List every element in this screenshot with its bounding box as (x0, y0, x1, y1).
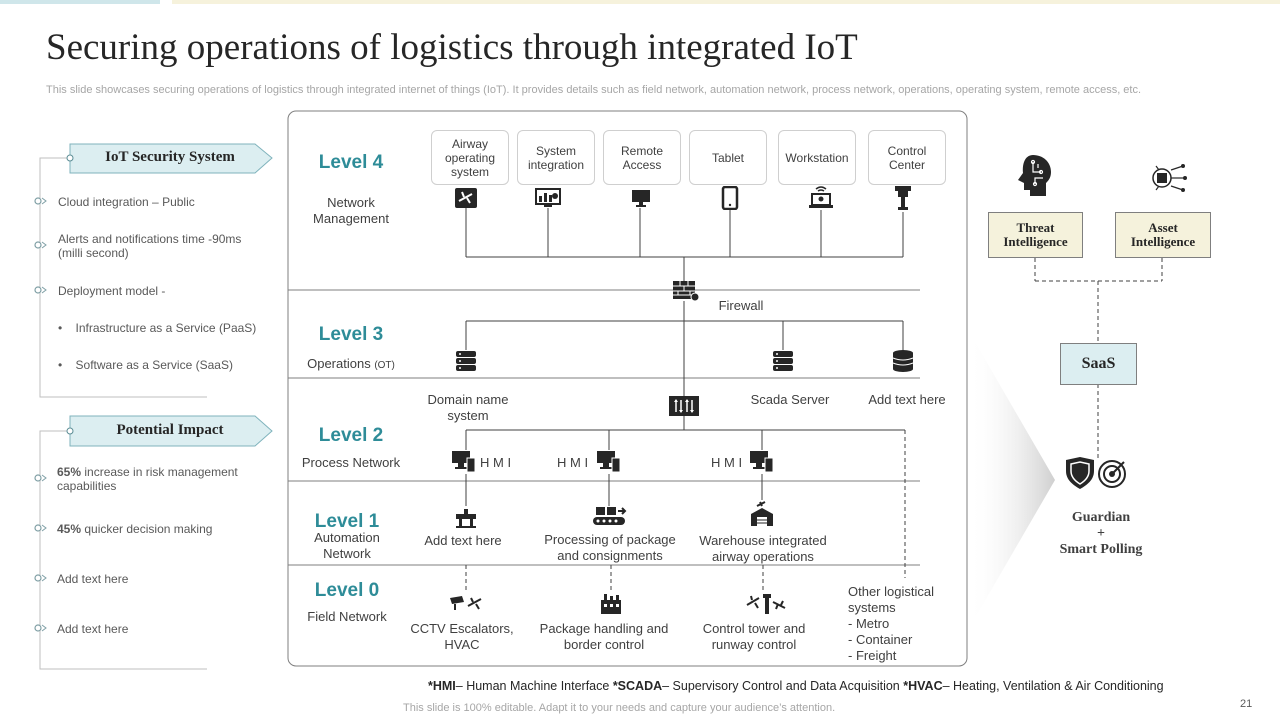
level-3-label: Level 3 (318, 324, 384, 345)
page-title: Securing operations of logistics through… (46, 27, 858, 68)
level-4-label: Level 4 (318, 152, 384, 173)
package-handling-label: Package handling and border control (539, 621, 669, 652)
other-logistical-systems: Other logistical systems - Metro - Conta… (848, 584, 958, 664)
asset-intelligence-box: Asset Intelligence (1115, 212, 1211, 258)
warehouse-airway-label: Warehouse integrated airway operations (699, 533, 827, 564)
monitor-icon (632, 190, 650, 207)
hmi-computer-icon (597, 451, 621, 473)
device-control-center: Control Center (868, 130, 946, 185)
conveyor-icon (593, 507, 627, 525)
level-1-desc: Automation Network (314, 530, 380, 561)
control-tower-label: Control tower and runway control (702, 621, 806, 652)
level-4-desc: Network Management (313, 195, 389, 226)
cpu-network-icon (1152, 164, 1187, 192)
potential-impact-title: Potential Impact (116, 422, 224, 438)
package-processing-label: Processing of package and consignments (544, 532, 676, 563)
security-item-cloud: Cloud integration – Public (58, 195, 195, 209)
airplane-icon (455, 188, 477, 208)
iot-security-system-title: IoT Security System (105, 149, 235, 165)
level-2-desc: Process Network (301, 455, 401, 470)
deployment-subitem-saas: • Software as a Service (SaaS) (58, 358, 233, 372)
level-1-label: Level 1 (314, 511, 380, 532)
security-item-deployment: Deployment model - (58, 284, 166, 298)
impact-item-decision: 45% quicker decision making (57, 522, 213, 536)
top-accent-bar-secondary (172, 0, 1280, 4)
tower-planes-icon (746, 594, 786, 614)
device-remote-access: Remote Access (603, 130, 681, 185)
top-accent-bar (0, 0, 160, 4)
firewall-label: Firewall (718, 298, 764, 313)
factory-icon (601, 594, 621, 614)
device-airway-operating-system: Airway operating system (431, 130, 509, 185)
domain-name-system-label: Domain name system (427, 392, 509, 423)
cctv-hvac-label: CCTV Escalators, HVAC (410, 621, 514, 652)
cctv-icon (450, 596, 482, 610)
warehouse-plane-icon (751, 501, 773, 526)
level-3-desc: Operations (OT) (307, 356, 395, 371)
hmi-computer-icon (750, 451, 774, 473)
level-0-label: Level 0 (314, 580, 380, 601)
scada-server-label: Scada Server (750, 392, 830, 407)
device-tablet: Tablet (689, 130, 767, 185)
database-icon (892, 350, 914, 372)
level1-placeholder-label: Add text here (424, 533, 502, 548)
impact-item-placeholder-2: Add text here (57, 622, 129, 636)
hmi-computer-icon (452, 451, 476, 473)
server-stack-icon (773, 351, 793, 371)
hmi-label-2: H M I (557, 455, 589, 470)
control-tower-icon (895, 186, 911, 210)
editable-note: This slide is 100% editable. Adapt it to… (403, 702, 836, 714)
page-number: 21 (1240, 698, 1253, 710)
device-system-integration: System integration (517, 130, 595, 185)
other-item-freight: - Freight (848, 648, 897, 663)
guardian-smart-polling: Guardian + Smart Polling (1059, 510, 1143, 557)
saas-box: SaaS (1060, 343, 1137, 385)
level3-placeholder-label: Add text here (868, 392, 946, 407)
tablet-icon (721, 186, 739, 210)
dashboard-icon (535, 188, 561, 207)
device-workstation: Workstation (778, 130, 856, 185)
shield-target-icon (1066, 457, 1126, 489)
server-stack-icon (456, 351, 476, 371)
hmi-label-3: H M I (711, 455, 743, 470)
firewall-icon (673, 281, 700, 302)
other-item-container: - Container (848, 632, 913, 647)
level-2-label: Level 2 (318, 425, 384, 446)
page-subtitle: This slide showcases securing operations… (46, 84, 1142, 96)
abbreviation-footnote: *HMI– Human Machine Interface *SCADA– Su… (428, 679, 1164, 693)
switch-icon (669, 396, 699, 416)
deployment-subitem-paas: • Infrastructure as a Service (PaaS) (58, 321, 257, 335)
security-item-alerts: Alerts and notifications time -90ms (mil… (58, 232, 242, 260)
robot-arm-icon (456, 509, 476, 528)
hmi-label-1: H M I (480, 455, 512, 470)
threat-intelligence-box: Threat Intelligence (988, 212, 1083, 258)
level-0-desc: Field Network (307, 609, 387, 624)
other-item-metro: - Metro (848, 616, 890, 631)
impact-item-placeholder-1: Add text here (57, 572, 129, 586)
impact-item-risk: 65% increase in risk management capabili… (57, 465, 238, 493)
laptop-wifi-icon (809, 186, 833, 208)
brain-head-icon (1018, 155, 1051, 196)
left-panel-connectors (34, 143, 273, 670)
